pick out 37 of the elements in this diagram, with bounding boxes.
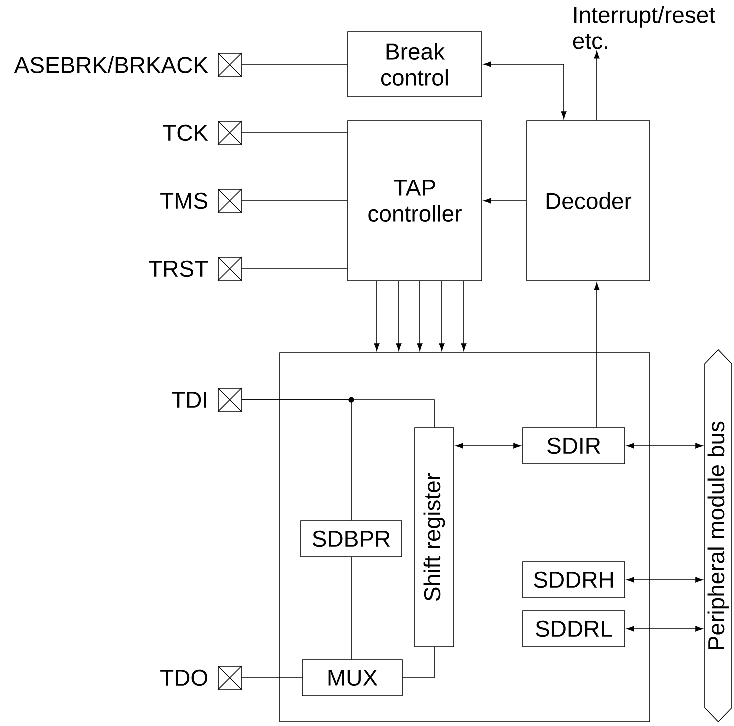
connector	[594, 282, 600, 428]
block-box: MUX	[302, 660, 403, 696]
block-box: SDBPR	[300, 520, 402, 558]
connector	[417, 281, 423, 352]
connector	[484, 198, 527, 204]
connector	[242, 64, 348, 66]
connector	[594, 51, 600, 121]
connector	[242, 400, 352, 521]
connector	[242, 200, 348, 202]
connector	[242, 132, 348, 134]
pin-label: TMS	[160, 192, 208, 210]
note-text: Interrupt/reset etc.	[573, 6, 716, 50]
connector	[439, 281, 445, 352]
block-box: TAP controller	[348, 120, 482, 282]
block-box: SDIR	[522, 428, 626, 464]
connector	[374, 281, 380, 352]
connector	[626, 443, 704, 449]
connector	[402, 647, 435, 678]
pin-label: TDI	[172, 392, 206, 408]
module-frame	[280, 352, 650, 722]
connector	[626, 626, 704, 632]
connector	[242, 268, 348, 270]
connector	[396, 281, 402, 352]
connector	[456, 443, 522, 449]
connector	[484, 62, 567, 120]
pin-label: ASEBRK/BRKACK	[14, 56, 208, 74]
connector	[626, 577, 704, 583]
pin-label: TCK	[163, 124, 208, 142]
connector	[351, 557, 352, 660]
connector	[461, 281, 467, 352]
block-box: SDDRH	[522, 562, 626, 598]
block-box: Break control	[348, 32, 482, 98]
pin-label: TDO	[160, 670, 208, 686]
pin-label: TRST	[149, 260, 208, 278]
block-box: Decoder	[526, 120, 650, 282]
register-box: Shift register	[414, 428, 454, 648]
block-box: SDDRL	[522, 610, 626, 648]
